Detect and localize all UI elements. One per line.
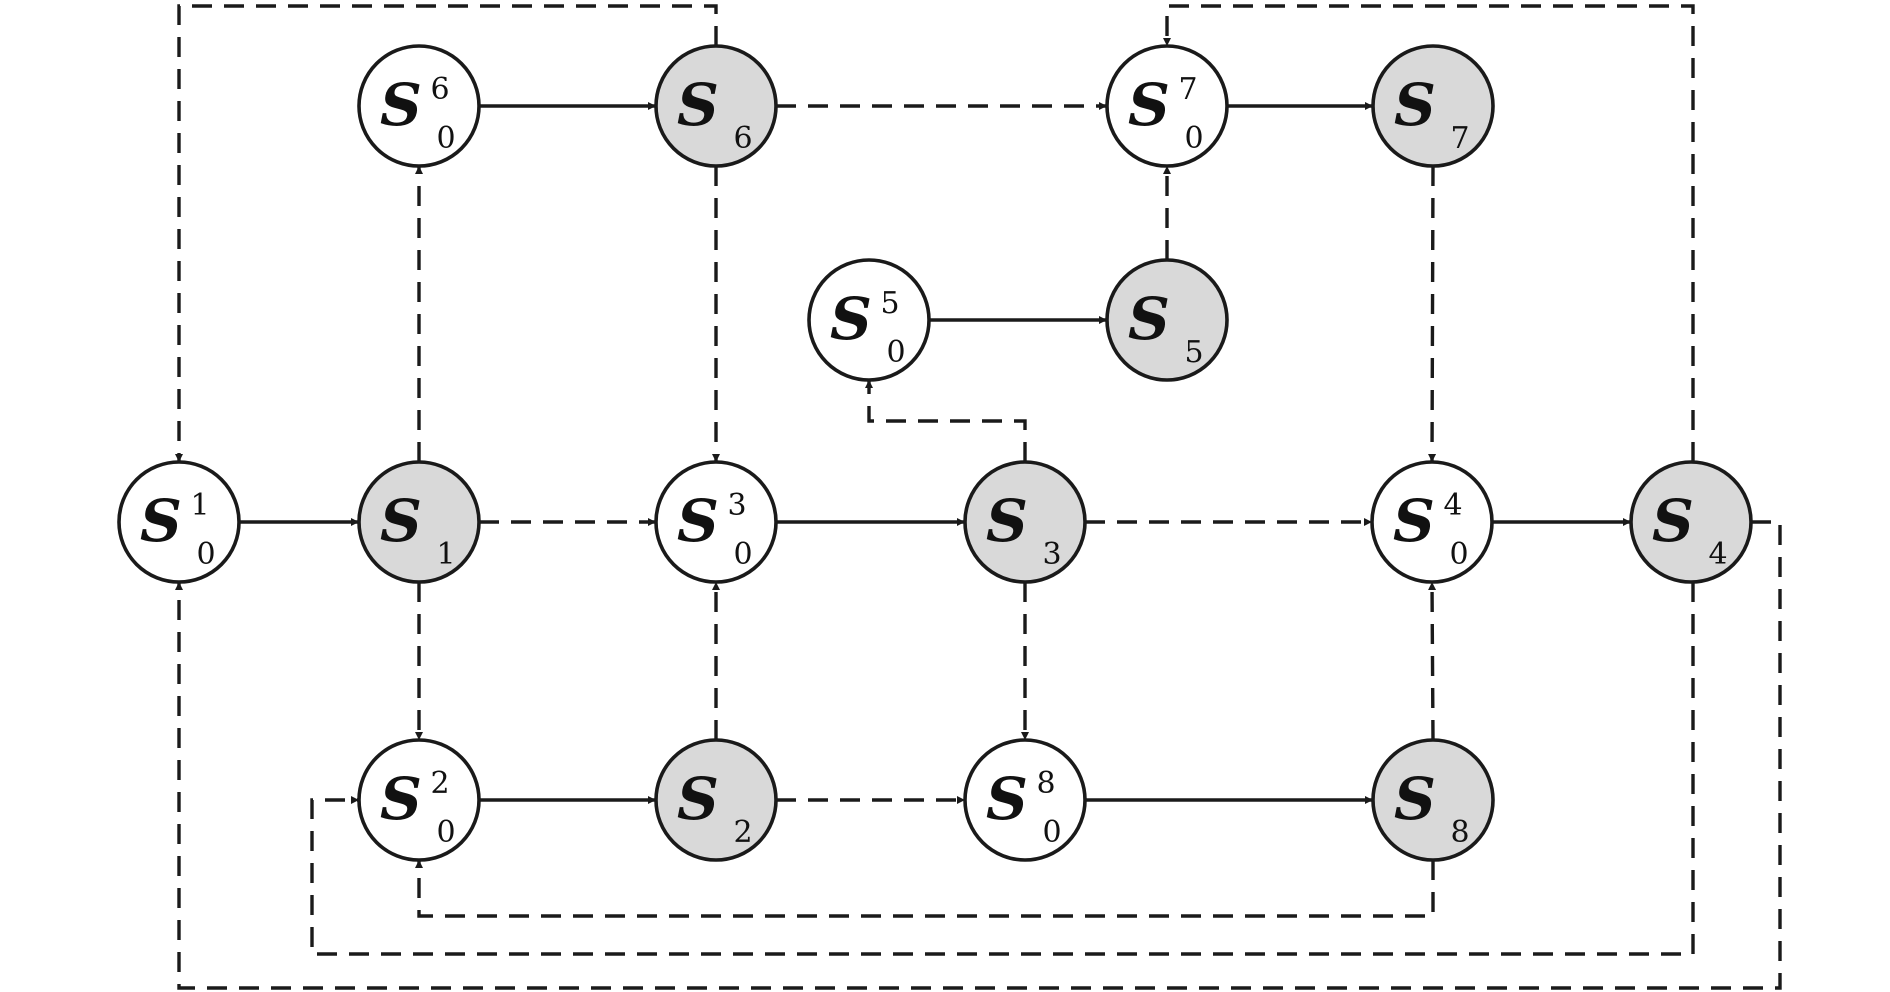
node-label-sub: 6 [733,121,752,156]
node-circle [1105,44,1229,168]
node-label-sub: 5 [1184,335,1203,370]
node-circle [807,258,931,382]
node-label-sup: 7 [1178,72,1197,107]
node-label-sub: 8 [1450,815,1469,850]
node-label-sub: 0 [1184,121,1203,156]
node-circle [1629,460,1753,584]
node-label-main: S [380,487,422,555]
node-label-main: S [677,765,719,833]
node-circle [1105,258,1229,382]
node-label-main: S [1652,487,1694,555]
node-circle [963,738,1087,862]
node-label-main: S [830,285,872,353]
node-label-main: S [380,765,422,833]
node-label-sub: 0 [1449,537,1468,572]
node-label-main: S [1394,765,1436,833]
node-label-sub: 0 [436,815,455,850]
edge-S4-to-S0_1 [175,520,1782,990]
edge-S6-to-S0_1 [175,4,718,462]
node-label-main: S [1394,71,1436,139]
node-label-sub: 2 [733,815,752,850]
node-label-sub: 0 [196,537,215,572]
node-label-main: S [1128,285,1170,353]
node-label-sub: 4 [1708,537,1727,572]
node-label-main: S [677,487,719,555]
node-label-sup: 8 [1036,766,1055,801]
node-circle [1371,44,1495,168]
node-label-sup: 2 [430,766,449,801]
node-circle [1371,738,1495,862]
node-circle [357,460,481,584]
node-label-sub: 0 [733,537,752,572]
node-circle [117,460,241,584]
node-circle [654,44,778,168]
edges [175,4,1782,990]
node-label-sub: 1 [436,537,455,572]
node-label-sup: 5 [880,286,899,321]
node-label-sup: 1 [190,488,209,523]
node-label-sub: 7 [1450,121,1469,156]
node-label-sub: 0 [436,121,455,156]
node-circle [357,738,481,862]
node-circle [963,460,1087,584]
edge-S7-to-S0_4 [1428,165,1437,463]
node-label-sup: 3 [727,488,746,523]
edge-S8-to-S0_2 [415,860,1435,918]
node-label-sub: 0 [886,335,905,370]
edge-S4-to-S0_2 [310,582,1695,956]
edge-S4-to-S0_7 [1163,4,1695,462]
node-label-main: S [1128,71,1170,139]
node-circle [357,44,481,168]
node-circle [654,738,778,862]
node-label-main: S [986,765,1028,833]
node-label-main: S [986,487,1028,555]
node-label-sub: 0 [1042,815,1061,850]
node-label-main: S [1393,487,1435,555]
node-label-sup: 6 [430,72,449,107]
edge-S3-to-S0_5 [865,380,1027,462]
node-label-sub: 3 [1042,537,1061,572]
node-circle [654,460,778,584]
node-label-sup: 4 [1443,488,1462,523]
node-circle [1370,460,1494,584]
edge-S8-to-S0_4 [1428,581,1437,741]
node-label-main: S [380,71,422,139]
node-label-main: S [140,487,182,555]
node-label-main: S [677,71,719,139]
